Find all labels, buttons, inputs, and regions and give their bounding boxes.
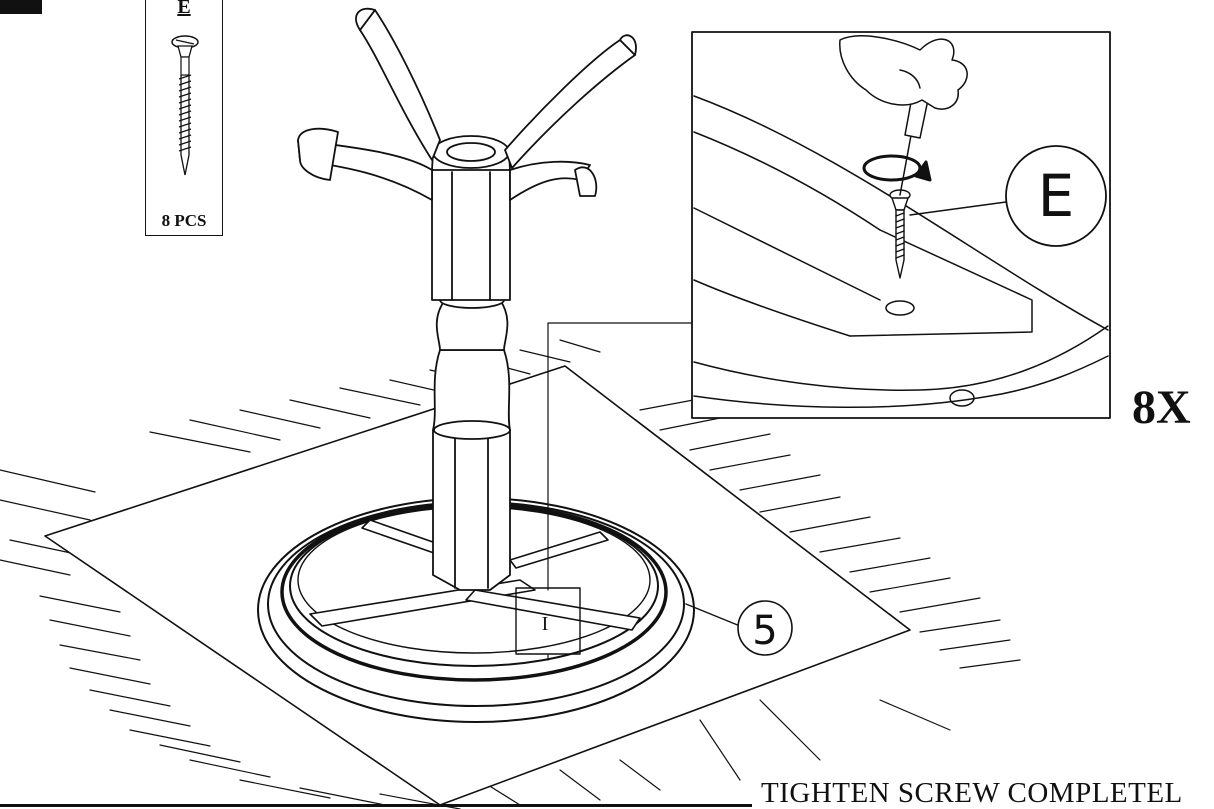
rotation-arrow-icon: [862, 154, 932, 182]
callout-e: E: [909, 145, 1107, 247]
hardware-quantity: 8 PCS: [161, 211, 207, 230]
inset-label: I: [542, 613, 549, 635]
callout-5-label: 5: [752, 608, 777, 654]
hardware-letter: E: [177, 0, 191, 18]
detail-leader-lines: [547, 322, 693, 661]
detail-illustration: [693, 95, 1109, 408]
pedestal: [431, 135, 511, 591]
instruction-text: TIGHTEN SCREW COMPLETEL: [761, 777, 1183, 809]
hardware-legend: E 8 PCS: [145, 0, 223, 236]
callout-e-label: E: [1038, 162, 1075, 230]
wood-screw-icon: [171, 35, 199, 176]
bottom-rule: [0, 804, 752, 807]
callout-5: 5: [685, 600, 793, 656]
step-tab: [0, 0, 42, 14]
table-legs: [297, 7, 637, 201]
screwdriver-hand-icon: [839, 35, 968, 196]
multiplier-label: 8X: [1132, 381, 1191, 434]
